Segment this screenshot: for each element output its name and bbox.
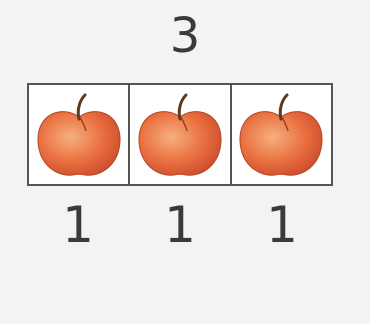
part-number-1: 1 [27, 195, 129, 255]
apple-cell-3 [230, 85, 331, 184]
apple-cell-2 [128, 85, 229, 184]
apple-cell-1 [29, 85, 128, 184]
apple-box [27, 83, 333, 186]
part-number-2: 1 [129, 195, 231, 255]
apple-icon [33, 91, 125, 181]
part-number-3: 1 [231, 195, 333, 255]
total-number: 3 [0, 6, 370, 66]
apple-icon [134, 91, 226, 181]
apple-icon [235, 91, 327, 181]
